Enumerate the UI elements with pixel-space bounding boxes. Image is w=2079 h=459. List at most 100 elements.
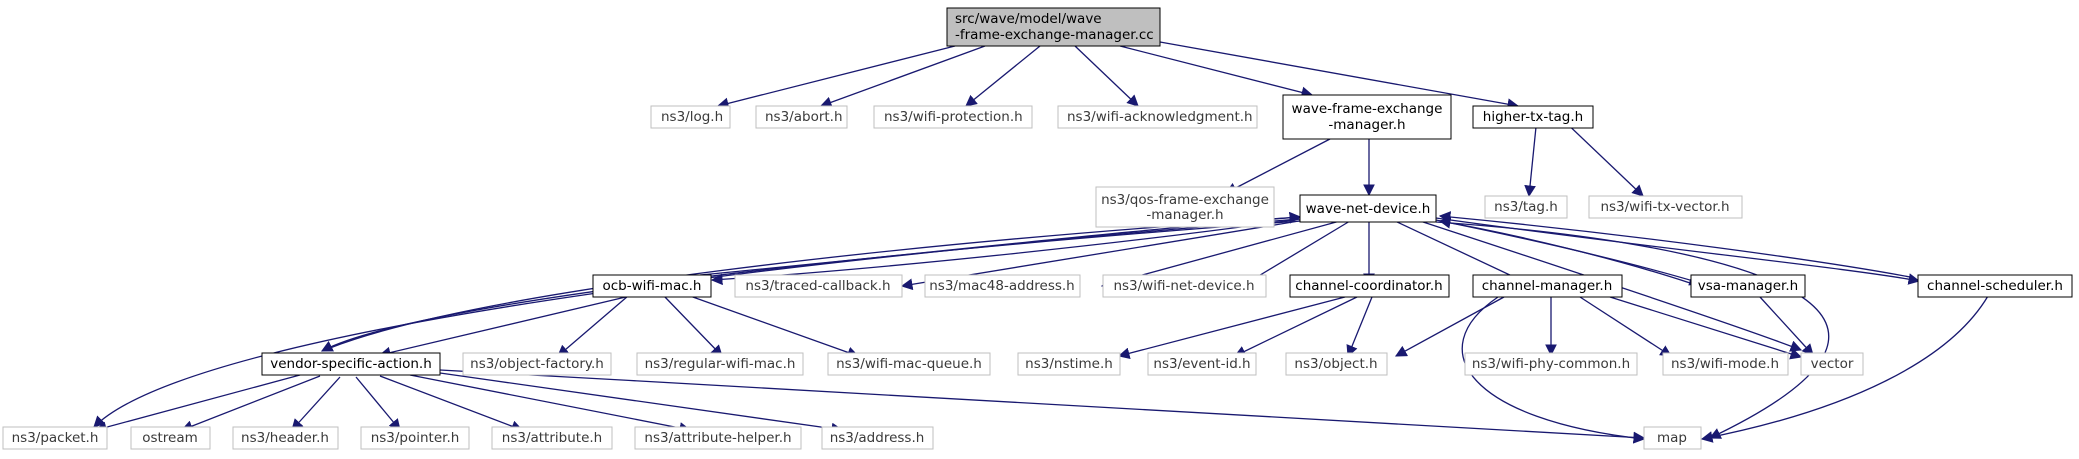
node-attribute-helper-h[interactable]: ns3/attribute-helper.h xyxy=(634,426,802,450)
node-vsa-manager-h-label: vsa-manager.h xyxy=(1698,278,1798,294)
node-packet-h-label: ns3/packet.h xyxy=(12,430,99,446)
node-object-factory-h-label: ns3/object-factory.h xyxy=(470,356,604,372)
node-tag-h[interactable]: ns3/tag.h xyxy=(1484,195,1568,219)
node-address-h-label: ns3/address.h xyxy=(830,430,925,446)
node-channel-coordinator-h[interactable]: channel-coordinator.h xyxy=(1289,274,1450,298)
edge-htt-txvector xyxy=(1559,116,1644,197)
node-wifi-tx-vector-h-label: ns3/wifi-tx-vector.h xyxy=(1600,199,1729,215)
node-wifi-tx-vector-h[interactable]: ns3/wifi-tx-vector.h xyxy=(1588,195,1743,219)
node-vsa-manager-h[interactable]: vsa-manager.h xyxy=(1690,274,1806,298)
node-traced-callback-h-label: ns3/traced-callback.h xyxy=(745,278,890,294)
edge-chsched-map xyxy=(1700,295,1989,443)
node-wifi-protection-h-label: ns3/wifi-protection.h xyxy=(884,109,1023,125)
edge-chsched-wnd xyxy=(1438,211,1911,278)
node-channel-scheduler-h[interactable]: channel-scheduler.h xyxy=(1917,274,2073,298)
node-channel-manager-h-label: channel-manager.h xyxy=(1482,278,1613,294)
node-object-h[interactable]: ns3/object.h xyxy=(1285,352,1388,376)
node-qos-fem-label-1: ns3/qos-frame-exchange xyxy=(1101,192,1269,208)
node-vendor-specific-action-h-label: vendor-specific-action.h xyxy=(270,356,432,372)
node-tag-h-label: ns3/tag.h xyxy=(1494,199,1558,215)
node-packet-h[interactable]: ns3/packet.h xyxy=(2,426,108,450)
node-wave-frame-exchange-manager-h[interactable]: wave-frame-exchange -manager.h xyxy=(1282,94,1452,140)
node-channel-coordinator-h-label: channel-coordinator.h xyxy=(1295,278,1442,294)
node-log-h-label: ns3/log.h xyxy=(661,109,723,125)
node-nstime-h[interactable]: ns3/nstime.h xyxy=(1017,352,1121,376)
node-root-label-1: src/wave/model/wave xyxy=(955,11,1102,27)
node-ostream[interactable]: ostream xyxy=(130,426,211,450)
node-event-id-h-label: ns3/event-id.h xyxy=(1153,356,1250,372)
edge-root-abort xyxy=(819,45,986,108)
node-wifi-phy-common-h-label: ns3/wifi-phy-common.h xyxy=(1472,356,1630,372)
node-qos-frame-exchange-manager-h[interactable]: ns3/qos-frame-exchange -manager.h xyxy=(1095,186,1275,228)
node-wave-net-device-h[interactable]: wave-net-device.h xyxy=(1299,194,1437,223)
edge-chmgr-map xyxy=(1461,296,1646,444)
edge-chcoord-nstime xyxy=(1117,296,1346,360)
edge-chcoord-eventid xyxy=(1233,296,1358,357)
edge-chmgr-wifimode xyxy=(1579,296,1672,357)
edge-ocb-objfactory xyxy=(557,295,629,357)
node-map[interactable]: map xyxy=(1643,426,1702,450)
node-root-label-2: -frame-exchange-manager.cc xyxy=(955,27,1154,43)
node-mac48-address-h[interactable]: ns3/mac48-address.h xyxy=(924,274,1081,298)
node-wifi-net-device-h-label: ns3/wifi-net-device.h xyxy=(1113,278,1254,294)
graph-nodes: src/wave/model/wave -frame-exchange-mana… xyxy=(2,7,2073,450)
node-header-h[interactable]: ns3/header.h xyxy=(232,426,339,450)
node-header-h-label: ns3/header.h xyxy=(241,430,329,446)
edge-vendor-pointer xyxy=(355,376,401,431)
node-wifi-protection-h[interactable]: ns3/wifi-protection.h xyxy=(873,105,1033,129)
edge-root-log xyxy=(716,45,956,110)
node-address-h[interactable]: ns3/address.h xyxy=(821,426,934,450)
node-wifi-mac-queue-h[interactable]: ns3/wifi-mac-queue.h xyxy=(827,352,991,376)
edge-vendor-map xyxy=(439,369,1646,444)
node-log-h[interactable]: ns3/log.h xyxy=(650,105,731,129)
node-abort-h-label: ns3/abort.h xyxy=(765,109,843,125)
node-traced-callback-h[interactable]: ns3/traced-callback.h xyxy=(734,274,903,298)
edge-root-wifi-ack xyxy=(1074,45,1139,107)
node-attribute-h[interactable]: ns3/attribute.h xyxy=(491,426,613,450)
node-mac48-address-h-label: ns3/mac48-address.h xyxy=(929,278,1075,294)
node-ocb-wifi-mac-h[interactable]: ocb-wifi-mac.h xyxy=(592,274,712,298)
node-event-id-h[interactable]: ns3/event-id.h xyxy=(1147,352,1257,376)
edge-wnd-ocb xyxy=(710,218,1301,286)
node-vendor-specific-action-h[interactable]: vendor-specific-action.h xyxy=(261,352,441,376)
node-wifi-net-device-h[interactable]: ns3/wifi-net-device.h xyxy=(1102,274,1267,298)
edge-ocb-regular xyxy=(663,295,723,357)
edge-vendor-attribute xyxy=(379,375,524,432)
node-wifi-mode-h[interactable]: ns3/wifi-mode.h xyxy=(1662,352,1789,376)
edge-vendor-header xyxy=(291,376,341,431)
node-channel-manager-h[interactable]: channel-manager.h xyxy=(1472,274,1623,298)
node-regular-wifi-mac-h-label: ns3/regular-wifi-mac.h xyxy=(645,356,796,372)
node-higher-tx-tag-h[interactable]: higher-tx-tag.h xyxy=(1472,105,1594,129)
node-object-factory-h[interactable]: ns3/object-factory.h xyxy=(462,352,612,376)
node-qos-fem-label-2: -manager.h xyxy=(1146,207,1223,223)
edge-root-wfem xyxy=(1119,45,1314,99)
node-wifi-acknowledgment-h[interactable]: ns3/wifi-acknowledgment.h xyxy=(1057,105,1258,129)
edge-vendor-ostream xyxy=(180,375,321,432)
node-nstime-h-label: ns3/nstime.h xyxy=(1025,356,1113,372)
node-channel-scheduler-h-label: channel-scheduler.h xyxy=(1927,278,2063,294)
node-object-h-label: ns3/object.h xyxy=(1294,356,1377,372)
node-wifi-phy-common-h[interactable]: ns3/wifi-phy-common.h xyxy=(1464,352,1638,376)
node-wave-net-device-h-label: wave-net-device.h xyxy=(1306,201,1431,217)
edge-wfem-qos xyxy=(1224,138,1331,194)
node-vector[interactable]: vector xyxy=(1800,352,1864,376)
node-wfem-label-2: -manager.h xyxy=(1328,117,1405,133)
node-higher-tx-tag-h-label: higher-tx-tag.h xyxy=(1483,109,1583,125)
node-pointer-h[interactable]: ns3/pointer.h xyxy=(360,426,470,450)
node-root[interactable]: src/wave/model/wave -frame-exchange-mana… xyxy=(946,7,1161,47)
node-wifi-mode-h-label: ns3/wifi-mode.h xyxy=(1671,356,1779,372)
edge-chmgr-vector xyxy=(1609,296,1803,360)
node-ocb-wifi-mac-h-label: ocb-wifi-mac.h xyxy=(603,278,702,294)
node-regular-wifi-mac-h[interactable]: ns3/regular-wifi-mac.h xyxy=(636,352,804,376)
edge-vsa-vector xyxy=(1759,296,1814,356)
edge-chmgr-object xyxy=(1394,296,1505,357)
graph-edges xyxy=(93,41,1989,444)
node-abort-h[interactable]: ns3/abort.h xyxy=(755,105,848,129)
edge-vendor-address xyxy=(439,372,844,435)
edge-ocb-macqueue xyxy=(689,295,860,358)
node-map-label: map xyxy=(1657,430,1687,446)
edge-vsa-wnd xyxy=(1438,217,1691,284)
edge-chcoord-object xyxy=(1346,296,1373,358)
node-vector-label: vector xyxy=(1811,356,1854,372)
